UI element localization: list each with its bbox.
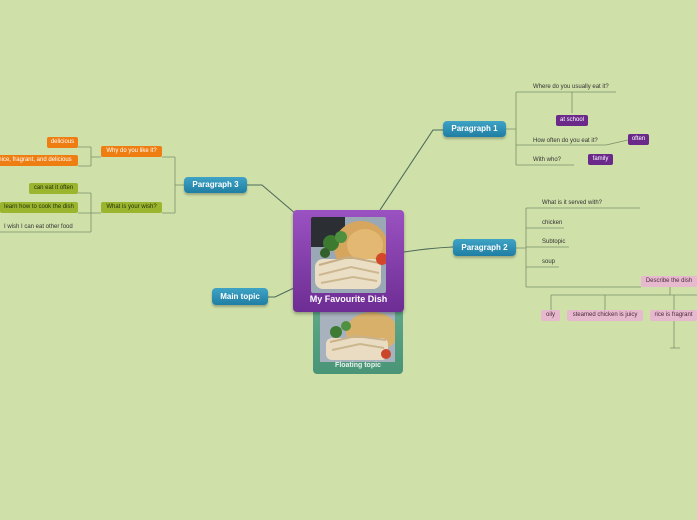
wish-node[interactable]: What is your wish?: [101, 202, 162, 213]
floating-topic[interactable]: Floating topic: [313, 306, 403, 374]
paragraph-1-topic[interactable]: Paragraph 1: [443, 121, 506, 137]
central-topic-title: My Favourite Dish: [309, 294, 388, 304]
where-eat-text[interactable]: Where do you usually eat it?: [533, 84, 609, 90]
central-topic[interactable]: My Favourite Dish: [293, 210, 404, 312]
rice-fragrant-node[interactable]: rice is fragrant: [650, 310, 697, 321]
other-food-text[interactable]: I wish I can eat other food: [4, 224, 73, 230]
chicken-rice-photo: [311, 217, 386, 293]
paragraph-3-topic[interactable]: Paragraph 3: [184, 177, 247, 193]
link-p2-branches: [516, 207, 697, 349]
chicken-juicy-node[interactable]: steamed chicken is juicy: [567, 310, 643, 321]
chicken-rice-photo: [320, 310, 395, 362]
chicken-text[interactable]: chicken: [542, 220, 563, 226]
eat-often-node[interactable]: can eat it often: [29, 183, 78, 194]
soup-text[interactable]: soup: [542, 259, 556, 265]
at-school-node[interactable]: at school: [556, 115, 588, 126]
link-p1-branches: [506, 91, 629, 166]
nice-fragrant-node[interactable]: nice, fragrant, and delicious: [0, 155, 78, 166]
main-topic[interactable]: Main topic: [212, 288, 268, 305]
describe-dish-node[interactable]: Describe the dish: [641, 276, 697, 287]
oily-node[interactable]: oily: [541, 310, 560, 321]
served-with-text[interactable]: What is it served with?: [542, 200, 603, 206]
often-node[interactable]: often: [628, 134, 649, 145]
link-central-maintopic: [268, 286, 297, 298]
floating-topic-title: Floating topic: [335, 362, 381, 369]
paragraph-2-topic[interactable]: Paragraph 2: [453, 239, 516, 256]
subtopic-text[interactable]: Subtopic: [542, 239, 566, 245]
learn-cook-node[interactable]: learn how to cook the dish: [0, 202, 78, 213]
with-who-text[interactable]: With who?: [533, 157, 562, 163]
link-central-paragraph2: [403, 246, 454, 253]
why-like-node[interactable]: Why do you like it?: [101, 146, 162, 157]
delicious-node[interactable]: delicious: [47, 137, 78, 148]
family-node[interactable]: family: [588, 154, 613, 165]
link-p3-branches: [0, 146, 184, 233]
link-central-paragraph3: [247, 184, 297, 215]
link-central-paragraph1: [379, 129, 443, 211]
how-often-text[interactable]: How often do you eat it?: [533, 138, 598, 144]
